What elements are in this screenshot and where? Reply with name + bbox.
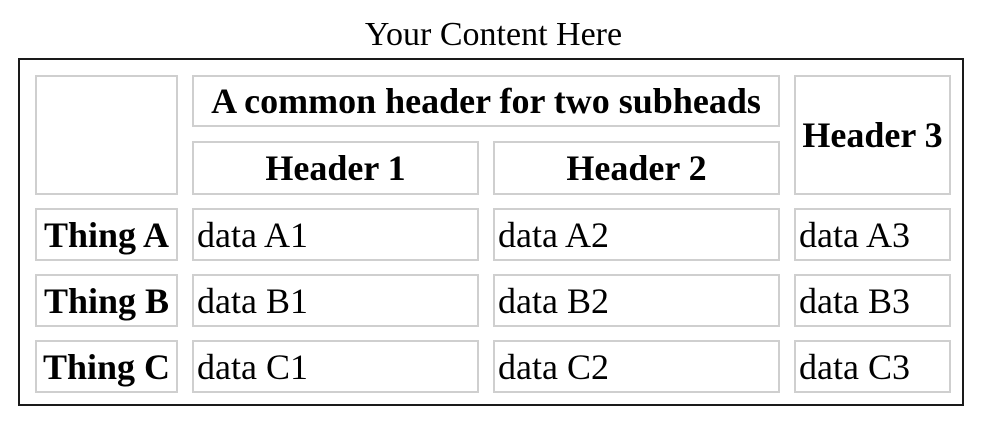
table-cell: data B1 (192, 274, 479, 327)
table-cell: data A1 (192, 208, 479, 261)
table-cell: data B3 (794, 274, 951, 327)
group-header: A common header for two subheads (192, 75, 780, 127)
table-cell: data A3 (794, 208, 951, 261)
column-header-3: Header 3 (794, 75, 951, 195)
table-cell: data C2 (493, 340, 780, 393)
column-header-1: Header 1 (192, 141, 479, 195)
data-table: A common header for two subheads Header … (18, 58, 964, 406)
table-cell: data B2 (493, 274, 780, 327)
row-header: Thing B (35, 274, 178, 327)
corner-cell (35, 75, 178, 195)
table-cell: data C1 (192, 340, 479, 393)
table-caption: Your Content Here (364, 16, 623, 53)
row-header: Thing C (35, 340, 178, 393)
row-header: Thing A (35, 208, 178, 261)
column-header-2: Header 2 (493, 141, 780, 195)
table-cell: data C3 (794, 340, 951, 393)
table-cell: data A2 (493, 208, 780, 261)
